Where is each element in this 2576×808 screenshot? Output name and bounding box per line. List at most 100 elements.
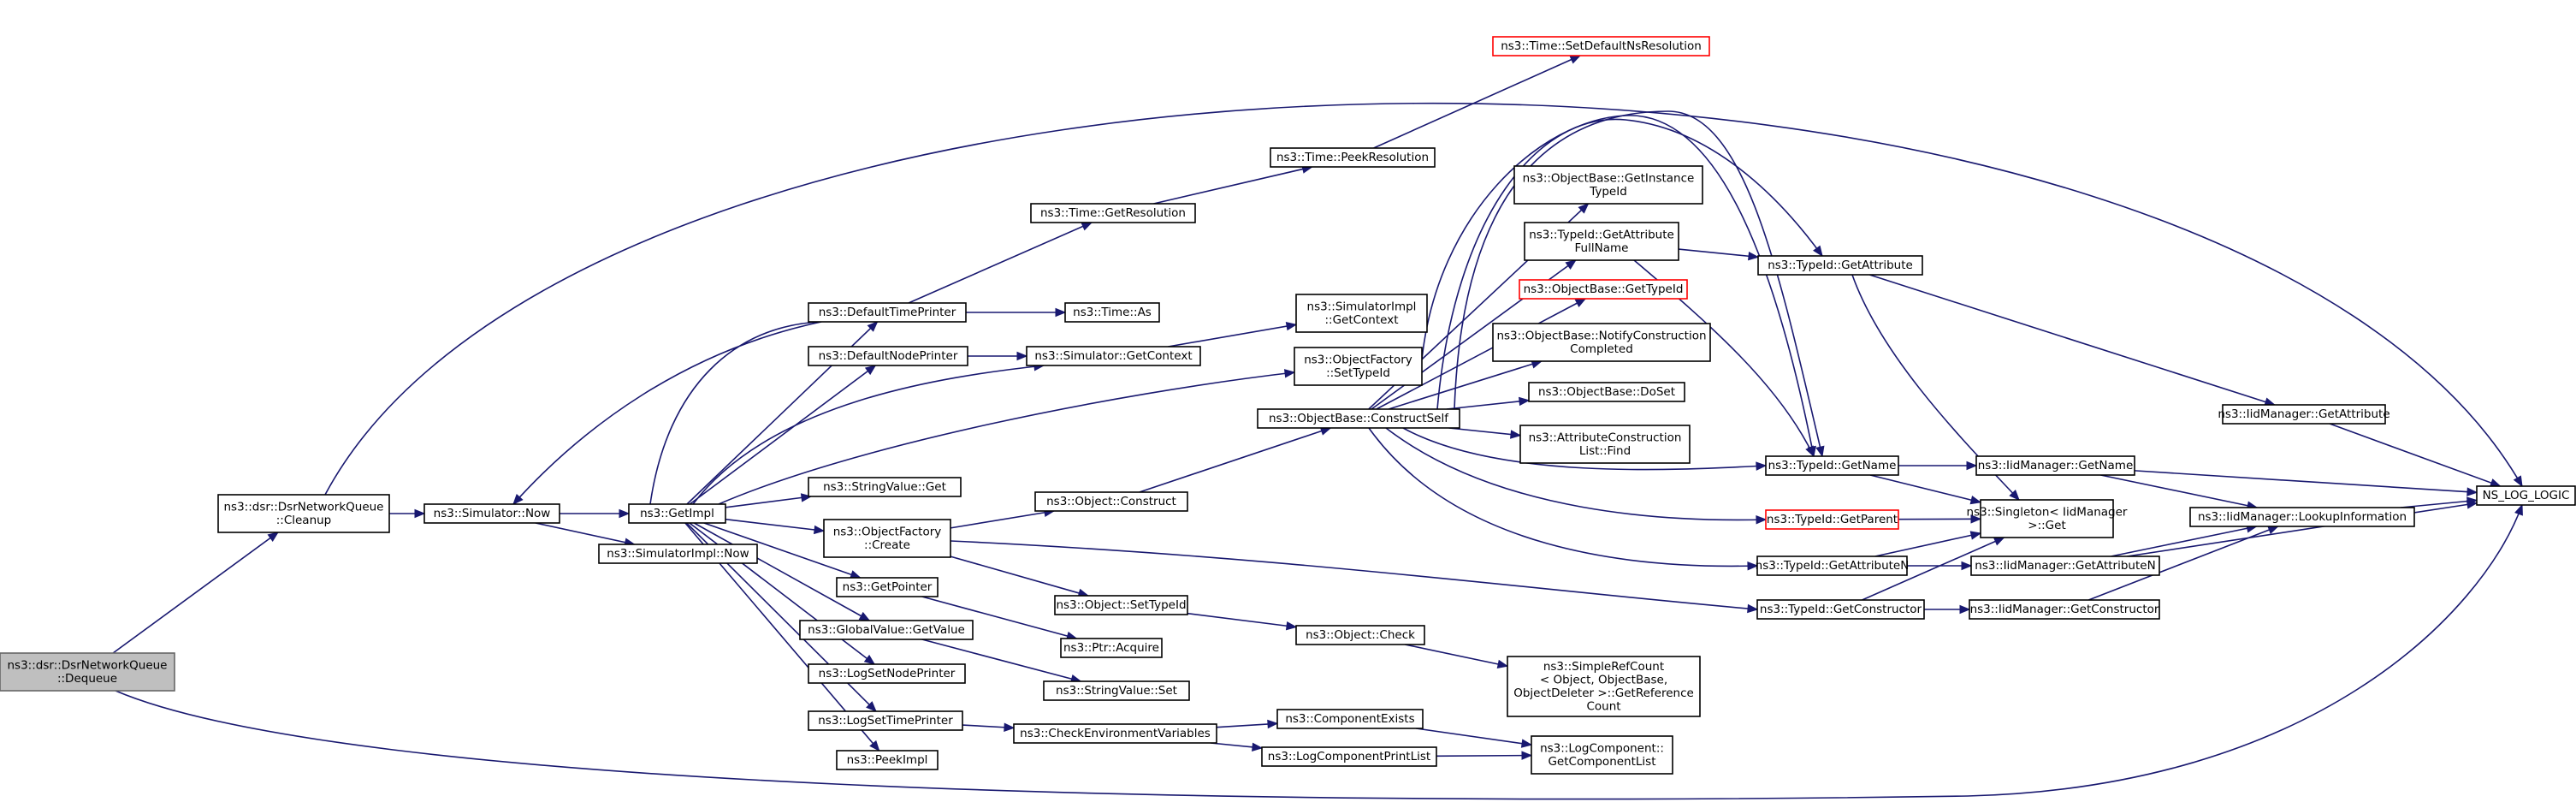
node-nslog[interactable]: NS_LOG_LOGIC — [2476, 485, 2576, 506]
call-graph-edges — [112, 55, 2523, 800]
node-objcheck[interactable]: ns3::Object::Check — [1295, 625, 1425, 645]
node-getimpl[interactable]: ns3::GetImpl — [628, 503, 726, 524]
node-logcompprintlist[interactable]: ns3::LogComponentPrintList — [1261, 746, 1437, 767]
node-timesetdefault[interactable]: ns3::Time::SetDefaultNsResolution — [1492, 36, 1710, 56]
edge-typeidgetattrn-to-singletonget — [1874, 531, 1982, 557]
edge-line — [512, 321, 822, 505]
edge-line — [1216, 722, 1278, 728]
edge-line — [950, 510, 1055, 529]
node-simimplnow[interactable]: ns3::SimulatorImpl::Now — [598, 544, 758, 564]
edge-arrowhead — [2513, 475, 2523, 488]
edge-line — [1373, 55, 1581, 149]
node-box — [836, 577, 939, 597]
node-objsettypeid[interactable]: ns3::Object::SetTypeId — [1054, 595, 1188, 615]
node-typeidgetname[interactable]: ns3::TypeId::GetName — [1765, 455, 1899, 476]
node-stringvalueget[interactable]: ns3::StringValue::Get — [808, 477, 962, 497]
edge-objsettypeid-to-objcheck — [1187, 612, 1298, 631]
node-iidgetattr[interactable]: ns3::IidManager::GetAttribute — [2218, 404, 2390, 425]
node-typeidgetconstructor[interactable]: ns3::TypeId::GetConstructor — [1756, 599, 1925, 620]
node-box — [1026, 346, 1201, 366]
node-typeidgetparent[interactable]: ns3::TypeId::GetParent — [1765, 509, 1899, 530]
node-now[interactable]: ns3::Simulator::Now — [423, 503, 560, 524]
node-constructself[interactable]: ns3::ObjectBase::ConstructSelf — [1257, 408, 1460, 429]
edge-getimpl-to-objfactorycreate — [725, 518, 826, 535]
node-box — [2222, 404, 2386, 425]
node-globalvalueget[interactable]: ns3::GlobalValue::GetValue — [799, 620, 974, 640]
node-label: ns3::Time::As — [1073, 306, 1152, 319]
edge-arrowhead — [2009, 490, 2020, 501]
node-getpointer[interactable]: ns3::GetPointer — [836, 577, 939, 597]
edge-typeidgetattr-to-singletonget — [1851, 274, 2020, 501]
edge-arrowhead — [1993, 537, 2005, 546]
node-label: ns3::TypeId::GetAttribute — [1529, 228, 1674, 241]
node-box — [1519, 425, 1691, 464]
edge-arrowhead — [1510, 430, 1522, 439]
node-defaultnodeprinter[interactable]: ns3::DefaultNodePrinter — [808, 346, 968, 366]
edge-line — [2127, 502, 2478, 557]
edge-now-to-simimplnow — [535, 522, 636, 547]
edge-line — [1874, 532, 1981, 557]
edge-arrowhead — [1285, 321, 1298, 331]
node-iidgetconstructor[interactable]: ns3::IidManager::GetConstructor — [1969, 599, 2160, 620]
node-simplerefcount[interactable]: ns3::SimpleRefCount< Object, ObjectBase,… — [1507, 656, 1701, 717]
node-defaulttimeprinter[interactable]: ns3::DefaultTimePrinter — [808, 302, 967, 323]
node-iidgetattrn[interactable]: ns3::IidManager::GetAttributeN — [1970, 556, 2160, 576]
node-obgettypeid[interactable]: ns3::ObjectBase::GetTypeId — [1519, 279, 1688, 300]
node-simgetcontext[interactable]: ns3::Simulator::GetContext — [1026, 346, 1201, 366]
node-stringvalueset[interactable]: ns3::StringValue::Set — [1043, 680, 1190, 701]
node-ptracquire[interactable]: ns3::Ptr::Acquire — [1060, 638, 1163, 658]
edge-defaultnodeprinter-to-simgetcontext — [968, 351, 1028, 361]
node-timeas[interactable]: ns3::Time::As — [1064, 302, 1160, 323]
node-peekimpl[interactable]: ns3::PeekImpl — [836, 750, 939, 770]
node-timegetres[interactable]: ns3::Time::GetResolution — [1030, 203, 1196, 223]
edge-line — [2400, 499, 2478, 508]
node-typeidgetattrn[interactable]: ns3::TypeId::GetAttributeN — [1756, 556, 1910, 576]
edge-arrowhead — [1016, 351, 1028, 361]
edge-line — [1376, 298, 1586, 410]
node-box — [423, 503, 560, 524]
node-objconstruct[interactable]: ns3::Object::Construct — [1034, 491, 1188, 512]
node-componentexists[interactable]: ns3::ComponentExists — [1276, 709, 1424, 729]
node-logsettimeprinter[interactable]: ns3::LogSetTimePrinter — [808, 710, 963, 731]
node-box — [808, 477, 962, 497]
node-typeidgetattr[interactable]: ns3::TypeId::GetAttribute — [1757, 255, 1923, 276]
node-singletonget[interactable]: ns3::Singleton< IidManager>::Get — [1967, 499, 2128, 538]
node-label: FullName — [1575, 241, 1629, 255]
edge-arrowhead — [864, 365, 877, 376]
edge-line — [112, 532, 279, 654]
node-logsetnodeprinter[interactable]: ns3::LogSetNodePrinter — [808, 663, 966, 684]
node-simimplgetctx[interactable]: ns3::SimulatorImpl::GetContext — [1295, 294, 1428, 333]
edge-constructself-to-typeidgetattr — [1436, 118, 1823, 410]
node-objfactorycreate[interactable]: ns3::ObjectFactory::Create — [823, 519, 951, 558]
node-box — [808, 663, 966, 684]
edge-arrowhead — [2466, 487, 2478, 496]
node-getcomponentlist[interactable]: ns3::LogComponent::GetComponentList — [1531, 735, 1673, 775]
edge-line — [1454, 110, 1823, 457]
node-timepeekres[interactable]: ns3::Time::PeekResolution — [1270, 147, 1436, 168]
edge-componentexists-to-getcomponentlist — [1416, 728, 1533, 748]
edge-arrowhead — [1815, 445, 1825, 458]
node-doset[interactable]: ns3::ObjectBase::DoSet — [1528, 382, 1685, 402]
edge-line — [718, 371, 1295, 505]
node-checkenv[interactable]: ns3::CheckEnvironmentVariables — [1013, 723, 1217, 744]
node-notifyconstruction[interactable]: ns3::ObjectBase::NotifyConstructionCompl… — [1492, 323, 1711, 362]
node-objfactorysettypeid[interactable]: ns3::ObjectFactory::SetTypeId — [1294, 347, 1423, 386]
node-label: ::SetTypeId — [1326, 366, 1390, 380]
edge-checkenv-to-logcompprintlist — [1210, 742, 1264, 752]
node-dequeue[interactable]: ns3::dsr::DsrNetworkQueue::Dequeue — [0, 652, 175, 692]
edge-line — [1851, 274, 2020, 501]
edge-arrowhead — [2267, 526, 2279, 535]
node-box — [1492, 323, 1711, 362]
node-box — [1765, 455, 1899, 476]
node-cleanup[interactable]: ns3::dsr::DsrNetworkQueue::Cleanup — [217, 494, 390, 533]
edge-getimpl-to-stringvalueget — [725, 493, 813, 508]
edge-iidgetname-to-iidlookup — [2100, 474, 2259, 510]
node-iidgetname[interactable]: ns3::IidManager::GetName — [1975, 455, 2135, 476]
node-label: ns3::Object::Construct — [1046, 495, 1176, 508]
node-iidlookup[interactable]: ns3::IidManager::LookupInformation — [2189, 507, 2415, 527]
node-label: NS_LOG_LOGIC — [2483, 489, 2570, 502]
